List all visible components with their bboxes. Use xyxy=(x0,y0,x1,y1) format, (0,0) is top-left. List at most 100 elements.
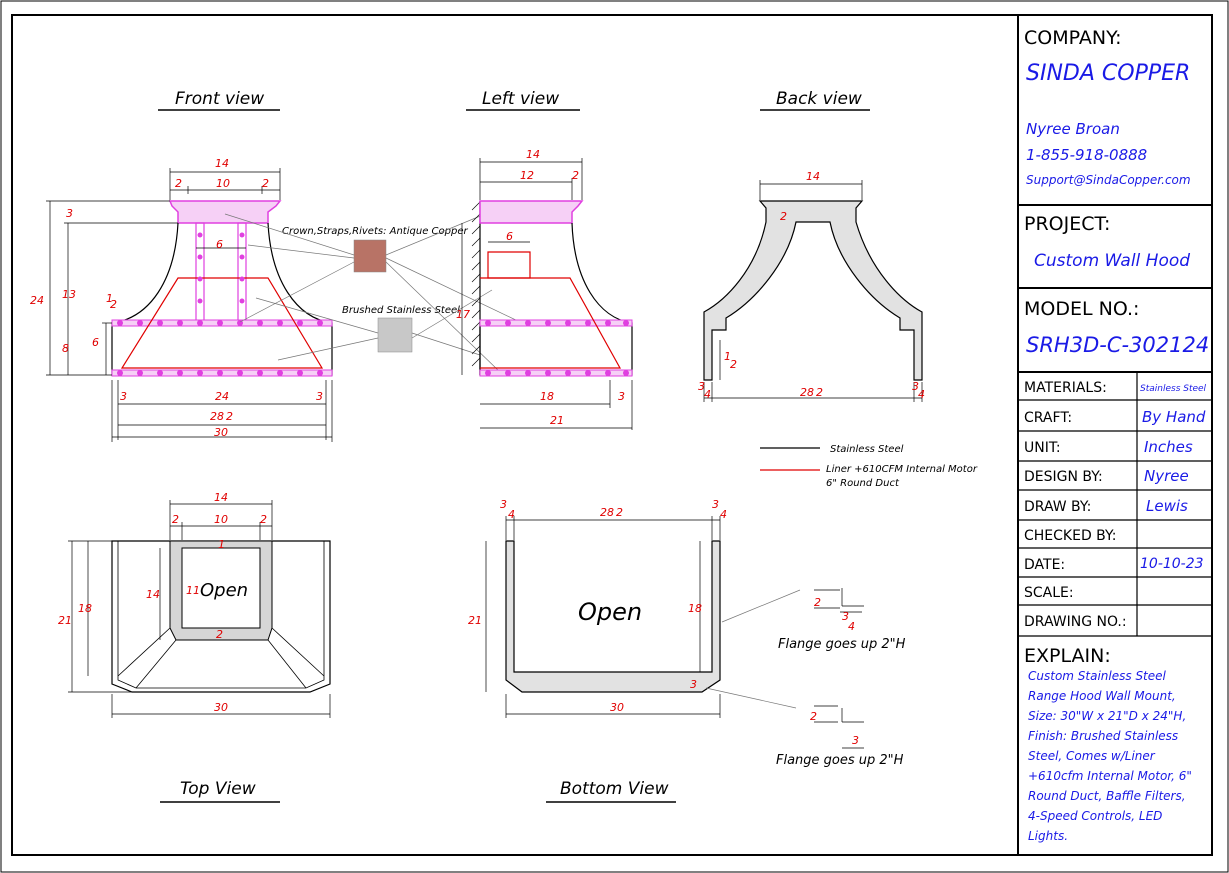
dim-top-inner-11: 11 xyxy=(186,584,200,597)
explain-line: Custom Stainless Steel xyxy=(1028,669,1167,683)
flange-1-label: Flange goes up 2"H xyxy=(778,637,906,652)
dim-inner-width: 24 xyxy=(215,390,229,403)
dim-bottom-depth-18: 18 xyxy=(688,602,702,615)
dim-left-height: 17 xyxy=(456,308,470,321)
design-by-label: DESIGN BY: xyxy=(1024,469,1103,485)
dim-strap-spacing: 6 xyxy=(216,238,223,251)
dim-bottom-width-frac: 2 xyxy=(616,506,623,519)
dim-bottom-corner: 3 xyxy=(690,678,697,691)
date-label: DATE: xyxy=(1024,557,1065,573)
draw-by-label: DRAW BY: xyxy=(1024,499,1091,515)
dim-top-total-width: 30 xyxy=(214,701,228,714)
dim-top-inner: 10 xyxy=(214,513,228,526)
bottom-view: 3 4 28 2 3 4 21 18 Open 3 30 Bottom View xyxy=(468,498,801,803)
front-view-title: Front view xyxy=(175,89,264,109)
top-view: 14 2 10 2 1 11 Open 2 14 18 21 30 Top Vi… xyxy=(58,491,331,803)
dim-back-width: 28 xyxy=(800,386,814,399)
dim-bottom-depth-21: 21 xyxy=(468,614,482,627)
dim-back-left-num: 3 xyxy=(698,380,705,393)
drawing-no-label: DRAWING NO.: xyxy=(1024,614,1127,630)
dim-left-side: 3 xyxy=(618,390,625,403)
dim-frac-den: 2 xyxy=(110,298,117,311)
explain-line: Finish: Brushed Stainless xyxy=(1028,729,1178,743)
dim-width-28: 28 xyxy=(210,410,224,423)
dim-top-depth-18: 18 xyxy=(78,602,92,615)
dim-crown-margin-right: 2 xyxy=(262,177,269,190)
checked-by-label: CHECKED BY: xyxy=(1024,528,1116,544)
dim-left-crown: 12 xyxy=(520,169,534,182)
company-name: SINDA COPPER xyxy=(1026,61,1190,86)
dim-flange-2-width: 3 xyxy=(852,734,859,747)
model-number: SRH3D-C-302124 xyxy=(1026,333,1209,357)
craft-label: CRAFT: xyxy=(1024,410,1072,426)
dim-left-total: 21 xyxy=(550,414,564,427)
title-block: COMPANY: SINDA COPPER Nyree Broan 1-855-… xyxy=(1018,27,1212,843)
explain-line: Steel, Comes w/Liner xyxy=(1028,749,1156,763)
dim-bottom-total: 30 xyxy=(610,701,624,714)
date-value: 10-10-23 xyxy=(1140,556,1204,572)
dim-flange-1-den: 4 xyxy=(848,620,855,633)
dim-total-height: 24 xyxy=(30,294,44,307)
back-view: Back view 14 2 1 2 28 2 3 4 3 4 xyxy=(698,89,925,402)
dim-flange-2-height: 2 xyxy=(810,710,817,723)
dim-top-margin-left: 2 xyxy=(172,513,179,526)
unit-value: Inches xyxy=(1144,438,1193,456)
dim-bottom-right-den: 4 xyxy=(720,508,727,521)
dim-frac-num: 1 xyxy=(106,292,113,305)
top-view-title: Top View xyxy=(180,779,256,799)
project-name: Custom Wall Hood xyxy=(1034,251,1190,271)
material-callouts: Crown,Straps,Rivets: Antique Copper Brus… xyxy=(224,211,521,373)
dim-back-right-den: 4 xyxy=(918,388,925,401)
top-open-label: Open xyxy=(200,580,248,601)
dim-back-crown: 2 xyxy=(780,210,787,223)
unit-label: UNIT: xyxy=(1024,440,1061,456)
back-view-title: Back view xyxy=(776,89,862,109)
explain-line: +610cfm Internal Motor, 6" xyxy=(1028,769,1192,783)
dim-top-inner-1: 1 xyxy=(218,538,225,551)
dim-back-right-num: 3 xyxy=(912,380,919,393)
bottom-view-title: Bottom View xyxy=(560,779,669,799)
materials-label: MATERIALS: xyxy=(1024,380,1107,396)
explain-line: Lights. xyxy=(1028,829,1068,843)
dim-top-depth-14: 14 xyxy=(146,588,160,601)
dim-left-depth: 18 xyxy=(540,390,554,403)
dim-left-top: 14 xyxy=(526,148,540,161)
company-label: COMPANY: xyxy=(1024,27,1122,49)
scale-label: SCALE: xyxy=(1024,585,1074,601)
dim-back-flange-den: 2 xyxy=(730,358,737,371)
dim-back-flange: 1 xyxy=(724,350,731,363)
dim-crown-margin-left: 2 xyxy=(175,177,182,190)
flange-2-label: Flange goes up 2"H xyxy=(776,753,904,768)
dim-back-width-frac: 2 xyxy=(816,386,823,399)
dim-liner-height: 6 xyxy=(92,336,99,349)
dim-body-height: 13 xyxy=(62,288,76,301)
dim-crown-height: 3 xyxy=(66,207,73,220)
dim-total-width: 30 xyxy=(214,426,228,439)
dim-bottom-width: 28 xyxy=(600,506,614,519)
draw-by-value: Lewis xyxy=(1146,497,1188,515)
legend: Stainless Steel Liner +610CFM Internal M… xyxy=(760,444,978,489)
contact-email: Support@SindaCopper.com xyxy=(1026,173,1191,187)
dim-back-top: 14 xyxy=(806,170,820,183)
front-view: Front view xyxy=(30,89,333,442)
craft-value: By Hand xyxy=(1142,408,1206,426)
dim-bottom-right-num: 3 xyxy=(712,498,719,511)
bottom-open-label: Open xyxy=(578,598,642,626)
dim-box-height: 8 xyxy=(62,342,69,355)
dim-side-right: 3 xyxy=(316,390,323,403)
dim-top-width: 14 xyxy=(214,491,228,504)
project-label: PROJECT: xyxy=(1024,213,1110,235)
callout-steel: Brushed Stainless Steel xyxy=(342,305,460,316)
explain-line: Range Hood Wall Mount, xyxy=(1028,689,1176,703)
steel-swatch xyxy=(377,317,413,353)
dim-bottom-left-den: 4 xyxy=(508,508,515,521)
legend-steel: Stainless Steel xyxy=(830,444,904,455)
legend-liner-1: Liner +610CFM Internal Motor xyxy=(826,464,978,475)
contact-phone: 1-855-918-0888 xyxy=(1026,146,1147,164)
dim-back-left-den: 4 xyxy=(704,388,711,401)
dim-top-bottom-2: 2 xyxy=(216,628,223,641)
left-view-title: Left view xyxy=(482,89,559,109)
callout-copper: Crown,Straps,Rivets: Antique Copper xyxy=(282,226,468,237)
